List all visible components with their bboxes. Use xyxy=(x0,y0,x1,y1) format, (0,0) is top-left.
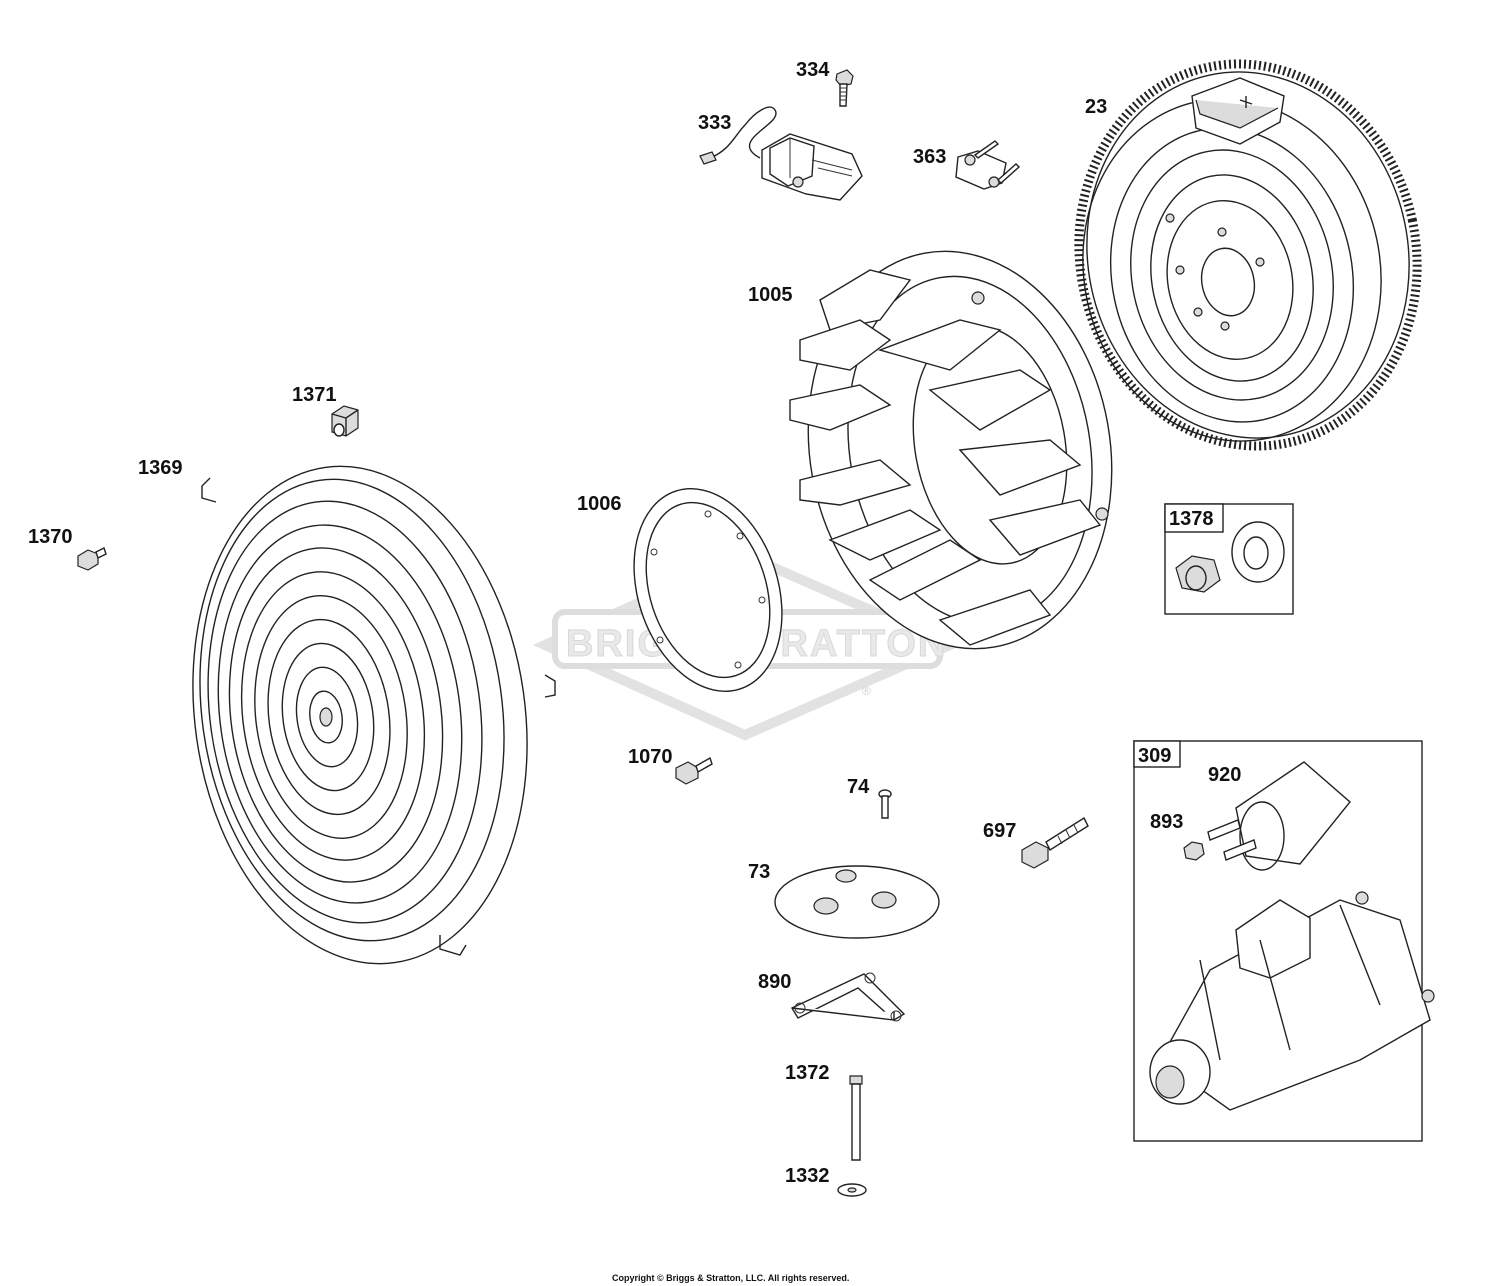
label-1372: 1372 xyxy=(785,1062,830,1084)
part-890-bracket xyxy=(791,972,906,1022)
label-363: 363 xyxy=(913,146,946,168)
part-1372-standoff xyxy=(849,1075,863,1161)
part-334-screw xyxy=(835,69,854,107)
part-1378-nut-washer xyxy=(1164,503,1294,615)
part-73-hub-plate xyxy=(774,865,940,939)
label-73: 73 xyxy=(748,861,770,883)
label-920: 920 xyxy=(1208,764,1241,786)
label-309: 309 xyxy=(1138,745,1171,767)
label-334: 334 xyxy=(796,59,830,81)
part-333-ignition-coil xyxy=(699,106,863,201)
part-1370-bolt xyxy=(77,547,107,571)
label-1370: 1370 xyxy=(28,526,73,548)
part-1371-spacer xyxy=(331,405,359,437)
part-1369-fan-guard xyxy=(192,465,556,965)
part-697-bolt xyxy=(1021,816,1089,869)
label-1005: 1005 xyxy=(748,284,793,306)
label-23: 23 xyxy=(1085,96,1107,118)
label-1006: 1006 xyxy=(577,493,622,515)
part-363-bracket xyxy=(955,140,1021,190)
part-74-pin xyxy=(878,789,892,819)
part-23-flywheel xyxy=(1074,59,1422,451)
label-1378: 1378 xyxy=(1169,508,1214,530)
label-697: 697 xyxy=(983,820,1016,842)
part-1070-bolt xyxy=(675,756,713,785)
label-333: 333 xyxy=(698,112,731,134)
part-309-starter-motor xyxy=(1133,740,1435,1142)
label-1070: 1070 xyxy=(628,746,673,768)
copyright-notice: Copyright © Briggs & Stratton, LLC. All … xyxy=(612,1273,849,1283)
label-74: 74 xyxy=(847,776,870,798)
label-1371: 1371 xyxy=(292,384,337,406)
label-890: 890 xyxy=(758,971,791,993)
part-1005-fan xyxy=(789,250,1113,650)
label-893: 893 xyxy=(1150,811,1183,833)
part-1006-gasket xyxy=(633,488,783,692)
watermark-registered: ® xyxy=(862,684,871,698)
label-1369: 1369 xyxy=(138,457,183,479)
label-1332: 1332 xyxy=(785,1165,830,1187)
part-1332-washer xyxy=(837,1183,867,1197)
